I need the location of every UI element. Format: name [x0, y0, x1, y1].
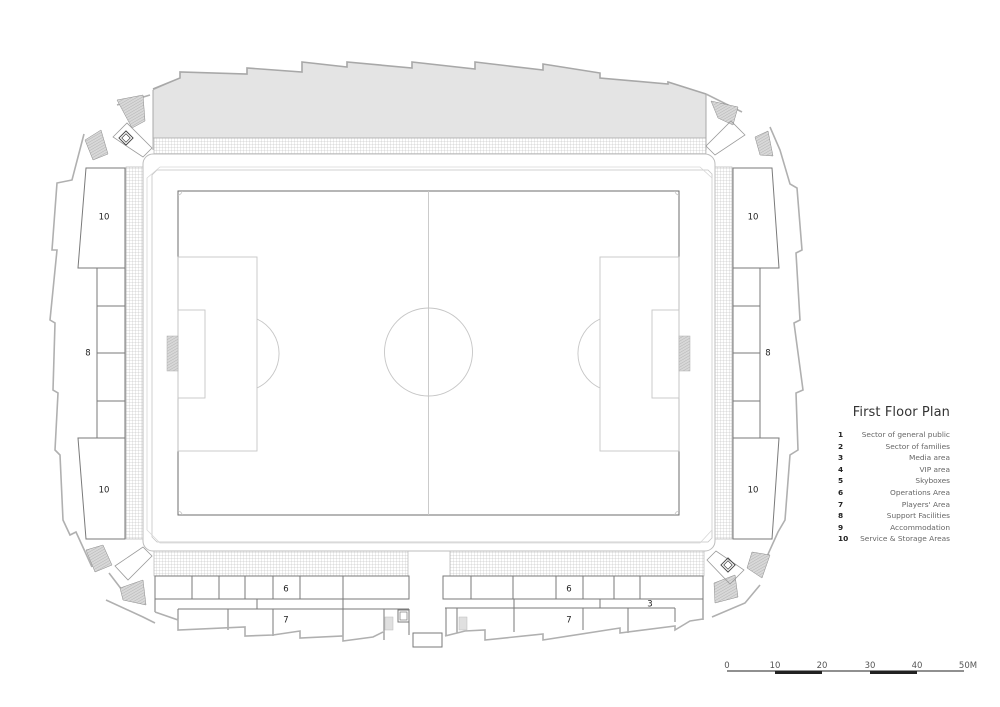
legend-number: 1: [838, 430, 844, 439]
room-label-west-north: 10: [99, 213, 110, 223]
room-label-west-middle: 8: [85, 349, 90, 359]
legend-number: 4: [838, 464, 844, 474]
room-label-media: 3: [647, 600, 652, 610]
room-label-ops-left: 6: [283, 585, 288, 595]
south-facade: [154, 611, 704, 642]
north-seating: [153, 137, 707, 155]
corner-wings: [112, 120, 746, 585]
south-seating-left: [153, 550, 409, 577]
legend-number: 9: [838, 522, 844, 532]
room-label-east-south: 10: [748, 486, 759, 496]
goal-west: [166, 335, 179, 372]
room-label-west-south: 10: [99, 486, 110, 496]
legend-item: 1 Sector of general public: [838, 429, 950, 441]
legend-number: 8: [838, 511, 844, 521]
legend-item: 9 Accommodation: [838, 522, 950, 534]
legend-label: Service & Storage Areas: [860, 534, 950, 544]
scale-tick-10: 10: [770, 661, 781, 671]
legend-item: 10 Service & Storage Areas: [838, 533, 950, 545]
room-label-east-middle: 8: [765, 349, 770, 359]
legend-label: Media area: [908, 453, 950, 463]
legend-item: 4 VIP area: [838, 464, 950, 476]
legend-number: 6: [838, 487, 844, 497]
legend-label: VIP area: [919, 464, 950, 474]
room-east-north-10: [732, 167, 780, 269]
legend-item: 3 Media area: [838, 452, 950, 464]
legend-label: Sector of general public: [861, 430, 950, 439]
corner-stands: [84, 94, 774, 606]
playing-field: [166, 190, 691, 516]
legend-label: Sector of families: [885, 441, 950, 451]
scale-tick-20: 20: [817, 661, 828, 671]
scale-tick-30: 30: [865, 661, 876, 671]
legend-item: 8 Support Facilities: [838, 510, 950, 522]
north-stand-roof: [152, 61, 707, 150]
room-label-players-left: 7: [283, 616, 288, 626]
scale-tick-50: 50M: [959, 661, 977, 671]
west-seating: [125, 166, 144, 540]
west-rooms: [77, 167, 126, 540]
legend-item: 2 Sector of families: [838, 441, 950, 453]
legend-label: Players' Area: [901, 499, 950, 509]
legend-label: Skyboxes: [915, 476, 950, 486]
legend-item: 6 Operations Area: [838, 487, 950, 499]
goal-east: [678, 335, 691, 372]
legend-number: 7: [838, 499, 844, 509]
plan-title: First Floor Plan: [852, 405, 950, 420]
legend-item: 7 Players' Area: [838, 499, 950, 511]
east-rooms: [732, 167, 780, 540]
legend-label: Accommodation: [890, 522, 950, 532]
legend-label: Support Facilities: [886, 511, 950, 521]
room-label-ops-right: 6: [566, 585, 571, 595]
legend: First Floor Plan 1 Sector of general publ…: [838, 405, 950, 545]
legend-number: 5: [838, 476, 844, 486]
legend-number: 10: [838, 534, 849, 544]
legend-item: 5 Skyboxes: [838, 475, 950, 487]
south-rooms: [154, 575, 704, 648]
south-seating-right: [449, 550, 705, 577]
scale-bar: 0 10 20 30 40 50M: [724, 661, 977, 674]
legend-number: 3: [838, 453, 844, 463]
room-east-south-10: [732, 437, 780, 540]
legend-number: 2: [838, 441, 844, 451]
east-seating: [714, 166, 733, 540]
room-label-players-right: 7: [566, 616, 571, 626]
scale-tick-0: 0: [724, 661, 729, 671]
room-label-east-north: 10: [748, 213, 759, 223]
room-west-south-10: [77, 437, 126, 540]
scale-tick-40: 40: [912, 661, 923, 671]
pitch-surround: [151, 169, 713, 543]
legend-label: Operations Area: [890, 487, 950, 497]
